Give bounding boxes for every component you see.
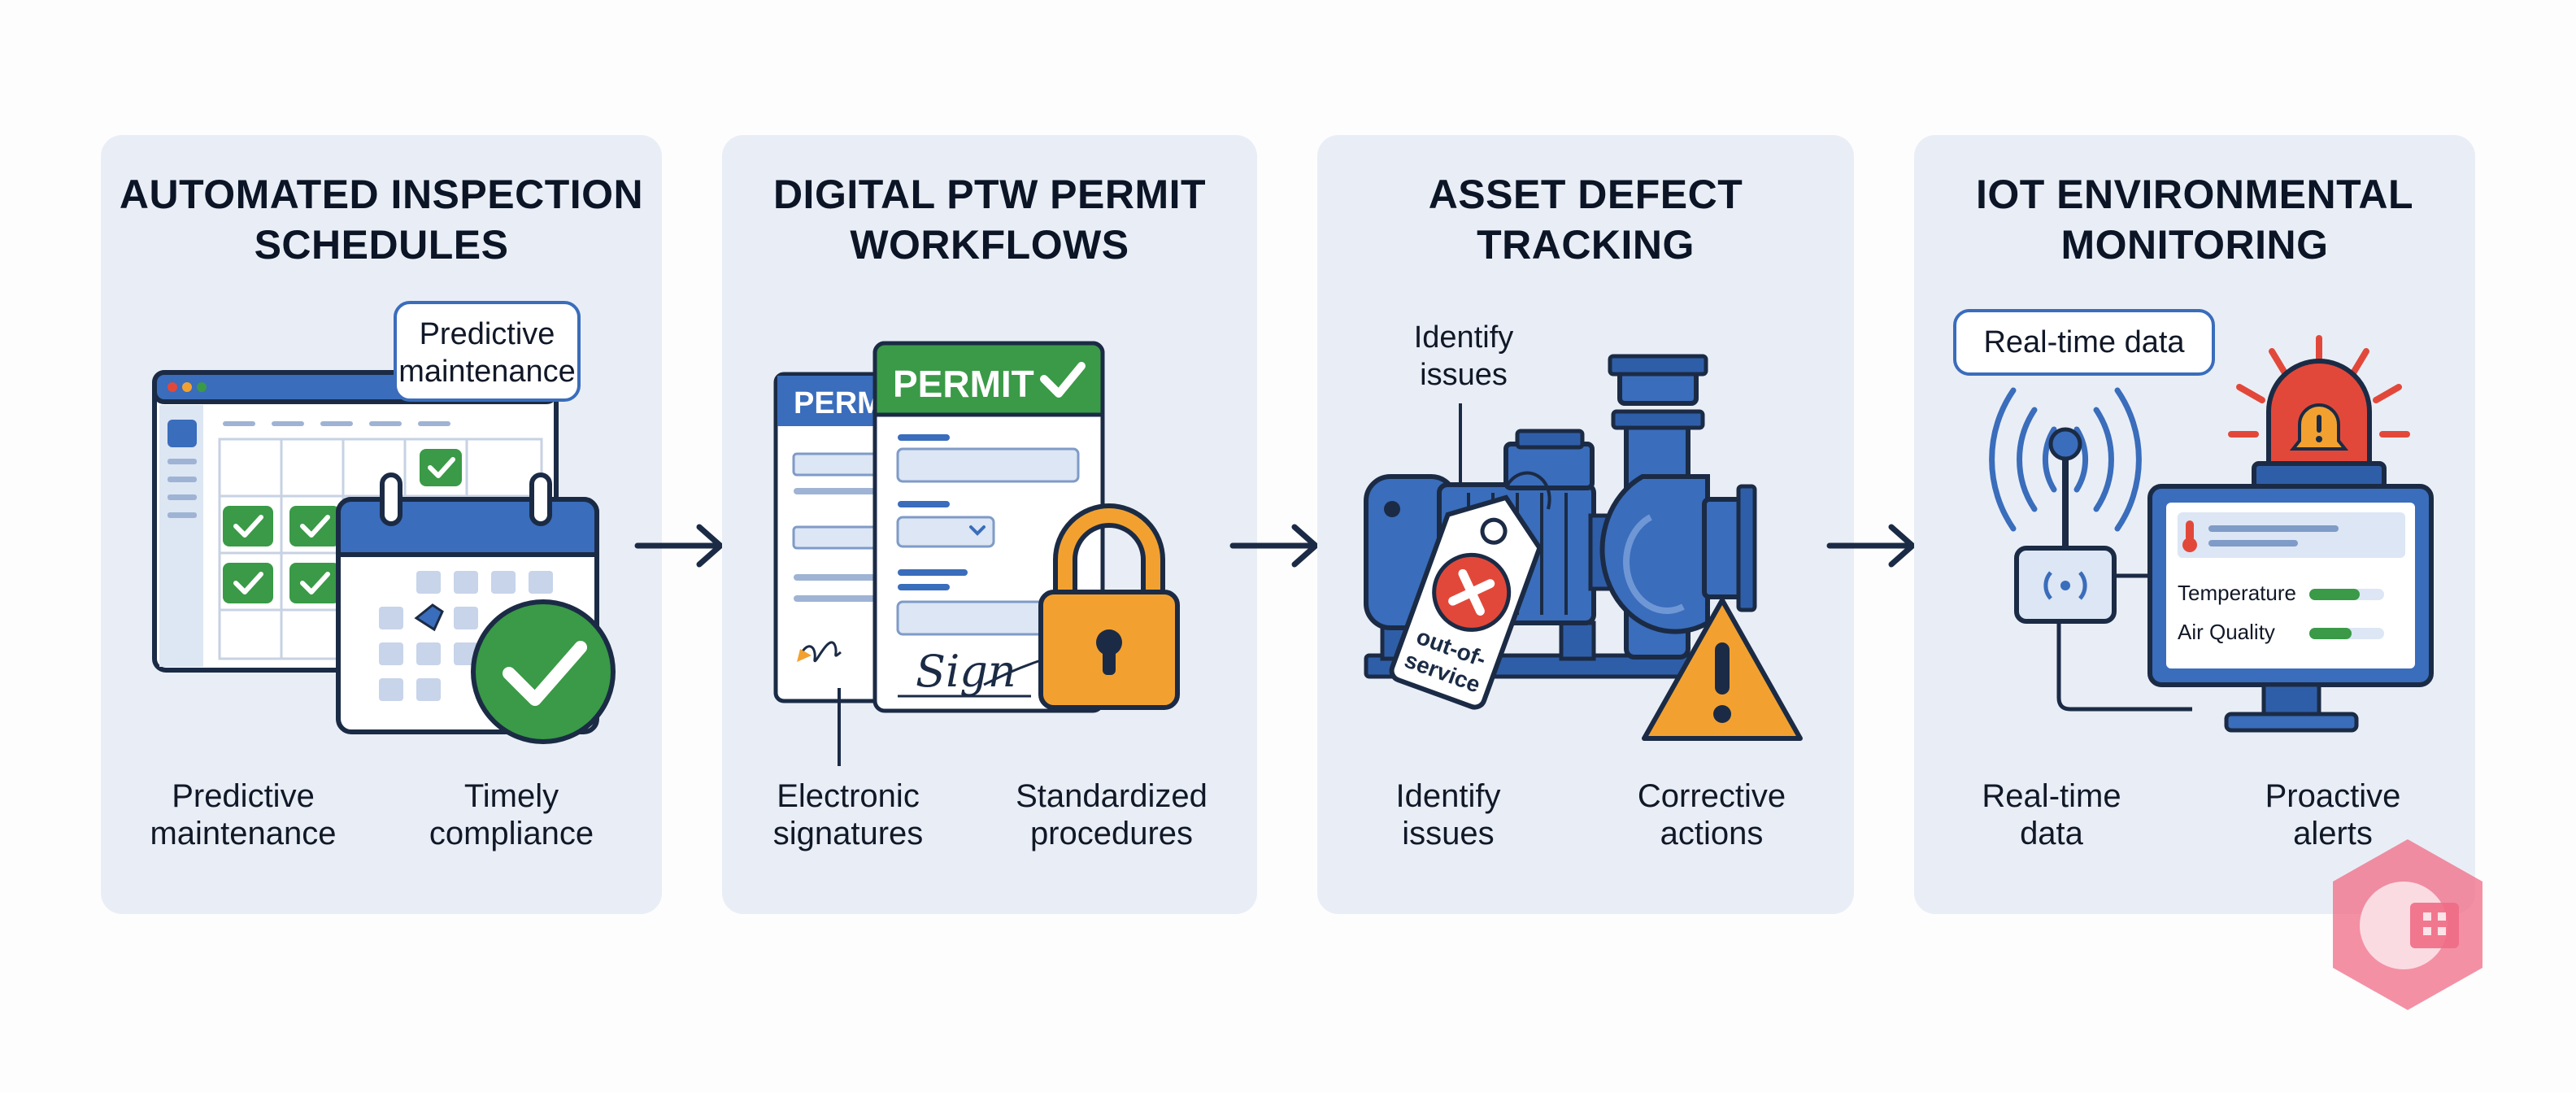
alarm-light-icon	[2228, 335, 2410, 490]
padlock-icon	[1038, 503, 1180, 710]
caption-electronic-signatures: Electronic signatures	[772, 778, 924, 851]
panel-title: DIGITAL PTW PERMIT WORKFLOWS	[772, 172, 1207, 268]
check-icon	[223, 563, 273, 603]
check-icon	[223, 506, 273, 546]
chevron-down-icon	[969, 525, 986, 536]
monitor-icon	[2147, 484, 2434, 733]
flow-arrow-icon	[1229, 524, 1319, 568]
check-icon	[289, 506, 340, 546]
panel-asset-defect: ASSET DEFECT TRACKING Identify issues	[1317, 135, 1854, 914]
caption-proactive-alerts: Proactive alerts	[2265, 778, 2401, 851]
pump-icon	[1599, 354, 1757, 660]
permit-illustration: PERM PERMIT Sign	[773, 341, 1180, 766]
signature-text: Sign	[916, 646, 1016, 697]
air-quality-label: Air Quality	[2178, 620, 2275, 644]
caption-identify-issues: Identify issues	[1395, 778, 1501, 851]
callout-text: Predictive maintenance	[398, 317, 576, 389]
permit-back-label: PERM	[794, 386, 883, 420]
callout-text: Real-time data	[1983, 325, 2185, 359]
permit-label: PERMIT	[893, 363, 1034, 405]
caption-timely-compliance: Timely compliance	[429, 778, 594, 851]
check-icon	[289, 563, 340, 603]
big-check-icon	[471, 599, 616, 744]
check-icon	[420, 449, 462, 486]
panel-iot-monitoring: IOT ENVIRONMENTAL MONITORING	[1914, 135, 2475, 914]
caption-real-time-data: Real-time data	[1982, 778, 2121, 851]
x-circle-icon	[1432, 552, 1512, 632]
caption-standardized-procedures: Standardized procedures	[1016, 778, 1208, 851]
panel-title: IOT ENVIRONMENTAL MONITORING	[1975, 172, 2414, 268]
identify-issues-callout: Identify issues	[1413, 320, 1514, 392]
pump-illustration: out-of- service	[1364, 354, 1803, 741]
temperature-bar	[2309, 589, 2360, 600]
caption-corrective-actions: Corrective actions	[1637, 778, 1786, 851]
panel-automated-inspection: AUTOMATED INSPECTION SCHEDULES	[101, 135, 662, 914]
panel-digital-ptw: DIGITAL PTW PERMIT WORKFLOWS PERM	[722, 135, 1257, 914]
permit-document-icon	[872, 341, 1105, 713]
iot-illustration: Temperature Air Quality	[1953, 309, 2434, 733]
real-time-data-callout	[1953, 309, 2215, 376]
panel-title: AUTOMATED INSPECTION SCHEDULES	[119, 172, 644, 268]
inspection-illustration	[152, 301, 616, 744]
flow-arrow-icon	[634, 524, 724, 568]
predictive-maintenance-callout	[394, 301, 581, 402]
warning-icon	[1642, 598, 1803, 741]
caption-predictive-maintenance: Predictive maintenance	[150, 778, 337, 851]
panel-title: ASSET DEFECT TRACKING	[1428, 172, 1743, 268]
temperature-label: Temperature	[2178, 581, 2296, 605]
air-quality-bar	[2309, 628, 2352, 639]
check-icon	[1040, 362, 1086, 398]
watermark-logo-icon	[2333, 839, 2482, 1010]
thermometer-icon	[2186, 520, 2194, 542]
flow-arrow-icon	[1826, 524, 1916, 568]
out-of-service-tag-icon: out-of- service	[1389, 471, 1551, 710]
antenna-icon	[1989, 387, 2192, 712]
